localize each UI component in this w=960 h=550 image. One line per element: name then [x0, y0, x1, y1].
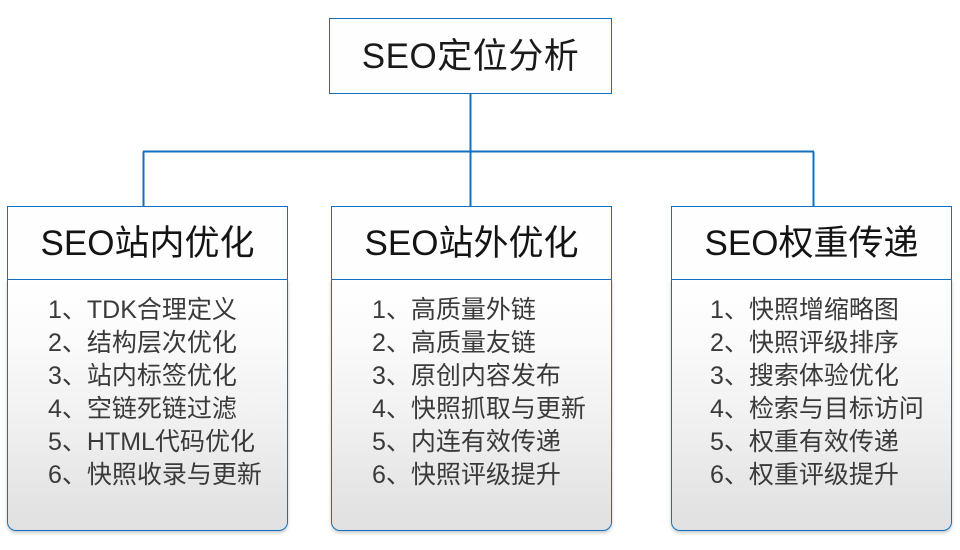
branch-header-2[interactable]: SEO站外优化 [331, 206, 612, 281]
branch-list-1: 1、TDK合理定义 2、结构层次优化 3、站内标签优化 4、空链死链过滤 5、H… [7, 279, 288, 532]
branch-list-2: 1、高质量外链 2、高质量友链 3、原创内容发布 4、快照抓取与更新 5、内连有… [331, 279, 612, 532]
list-item: 5、HTML代码优化 [48, 428, 255, 457]
branch-header-label-1: SEO站内优化 [40, 224, 255, 263]
root-node-label: SEO定位分析 [361, 36, 580, 76]
list-item: 5、权重有效传递 [710, 428, 899, 457]
branch-column-2: SEO站外优化 1、高质量外链 2、高质量友链 3、原创内容发布 4、快照抓取与… [331, 206, 612, 532]
list-item: 4、检索与目标访问 [710, 395, 924, 424]
list-item: 3、搜索体验优化 [710, 362, 899, 391]
branch-list-3: 1、快照增缩略图 2、快照评级排序 3、搜索体验优化 4、检索与目标访问 5、权… [671, 279, 952, 532]
branch-column-3: SEO权重传递 1、快照增缩略图 2、快照评级排序 3、搜索体验优化 4、检索与… [671, 206, 952, 532]
list-item: 2、快照评级排序 [710, 329, 899, 358]
branch-header-label-3: SEO权重传递 [704, 224, 919, 263]
list-item: 3、原创内容发布 [372, 362, 561, 391]
list-item: 2、结构层次优化 [48, 329, 237, 358]
list-item: 4、空链死链过滤 [48, 395, 237, 424]
branch-header-3[interactable]: SEO权重传递 [671, 206, 952, 281]
list-item: 1、快照增缩略图 [710, 296, 899, 325]
branch-header-1[interactable]: SEO站内优化 [7, 206, 288, 281]
branch-header-label-2: SEO站外优化 [364, 224, 579, 263]
list-item: 3、站内标签优化 [48, 362, 237, 391]
list-item: 5、内连有效传递 [372, 428, 561, 457]
list-item: 1、高质量外链 [372, 296, 536, 325]
list-item: 4、快照抓取与更新 [372, 395, 586, 424]
list-item: 1、TDK合理定义 [48, 296, 237, 325]
list-item: 6、快照评级提升 [372, 461, 561, 490]
list-item: 2、高质量友链 [372, 329, 536, 358]
root-node[interactable]: SEO定位分析 [329, 18, 612, 94]
list-item: 6、快照收录与更新 [48, 461, 262, 490]
branch-column-1: SEO站内优化 1、TDK合理定义 2、结构层次优化 3、站内标签优化 4、空链… [7, 206, 288, 532]
list-item: 6、权重评级提升 [710, 461, 899, 490]
